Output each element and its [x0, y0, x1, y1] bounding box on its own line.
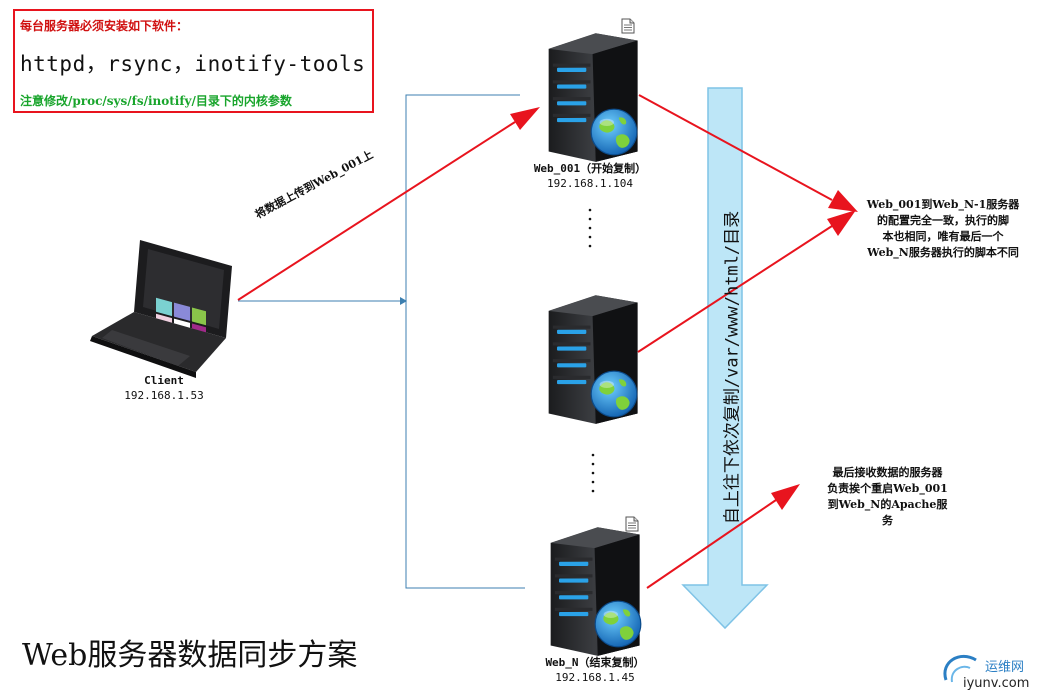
watermark-url: iyunv.com [963, 676, 1030, 691]
server-middle-icon [548, 295, 638, 424]
client-ip: 192.168.1.53 [124, 389, 204, 402]
sync-direction-arrow [681, 87, 769, 630]
red-arrows [237, 94, 858, 589]
server-web-001-icon [548, 18, 638, 162]
config-same-line: 本也相同，唯有最后一个 [882, 230, 1004, 243]
config-same-line: 的配置完全一致，执行的脚 [877, 214, 1009, 227]
page-title: Web服务器数据同步方案 [22, 638, 358, 673]
laptop-icon [90, 240, 232, 378]
requirements-box [13, 9, 374, 113]
software-list: httpd，rsync，inotify-tools [20, 52, 366, 76]
last-server-line: 最后接收数据的服务器 [832, 466, 943, 479]
sync-direction-label: 自上往下依次复制/var/www/html/目录 [722, 210, 743, 525]
connector-bracket [238, 94, 525, 589]
server-web-n-name: Web_N（结束复制） [545, 656, 645, 669]
continuation-dots [588, 208, 595, 493]
server-web-n-ip: 192.168.1.45 [555, 671, 635, 684]
config-same-line: Web_001到Web_N-1服务器 [866, 198, 1020, 211]
watermark-text: 运维网 [985, 660, 1025, 675]
requirements-title: 每台服务器必须安装如下软件： [20, 19, 189, 33]
kernel-param-note: 注意修改/proc/sys/fs/inotify/目录下的内核参数 [20, 94, 292, 108]
server-web-001-ip: 192.168.1.104 [546, 177, 634, 190]
server-web-001-label: Web_001（开始复制） 192.168.1.104 [505, 161, 675, 191]
config-same-note: Web_001到Web_N-1服务器 的配置完全一致，执行的脚 本也相同，唯有最… [848, 197, 1038, 261]
last-server-line: 到Web_N的Apache服 [827, 498, 948, 511]
last-server-note: 最后接收数据的服务器 负责挨个重启Web_001 到Web_N的Apache服 … [800, 465, 975, 529]
server-web-001-name: Web_001（开始复制） [533, 162, 647, 175]
config-same-line: Web_N服务器执行的脚本不同 [867, 246, 1019, 259]
watermark-logo-icon [943, 654, 977, 683]
last-server-line: 负责挨个重启Web_001 [827, 482, 948, 495]
server-web-n-icon [550, 516, 642, 656]
server-web-n-label: Web_N（结束复制） 192.168.1.45 [510, 655, 680, 685]
client-name: Client [144, 374, 184, 387]
client-label: Client 192.168.1.53 [104, 373, 224, 403]
last-server-line: 务 [882, 514, 893, 527]
